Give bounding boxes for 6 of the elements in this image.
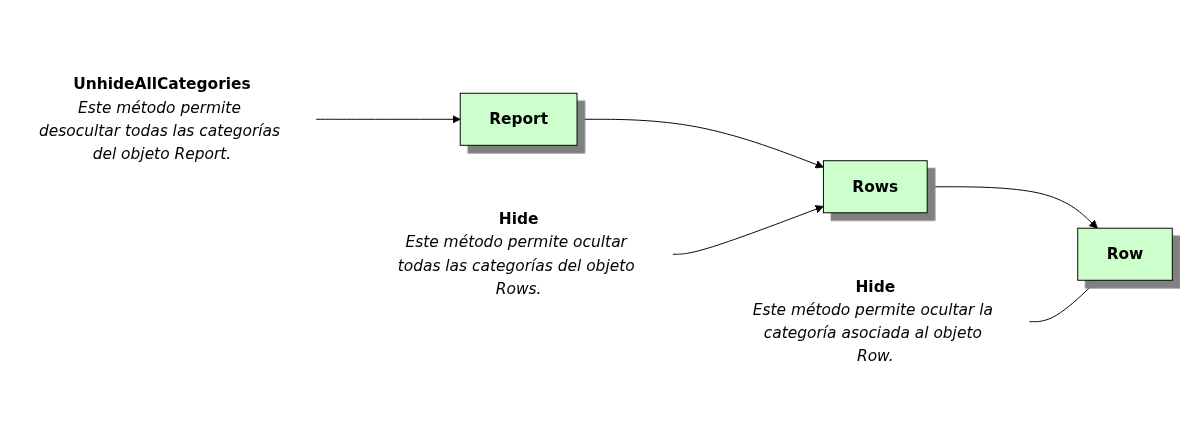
node-box: Row	[1077, 227, 1173, 281]
node-box: Rows	[822, 160, 928, 214]
node-text: Hide Este método permite ocultar todas las categorías del objeto Rows.	[397, 209, 635, 298]
node-text: UnhideAllCategories Este método permite desocultar todas las categorías del objeto Report.	[38, 74, 281, 163]
node-text: Hide Este método permite ocultar la categoría asociada al objeto Row.	[752, 277, 993, 366]
node-box: Report	[459, 92, 578, 146]
